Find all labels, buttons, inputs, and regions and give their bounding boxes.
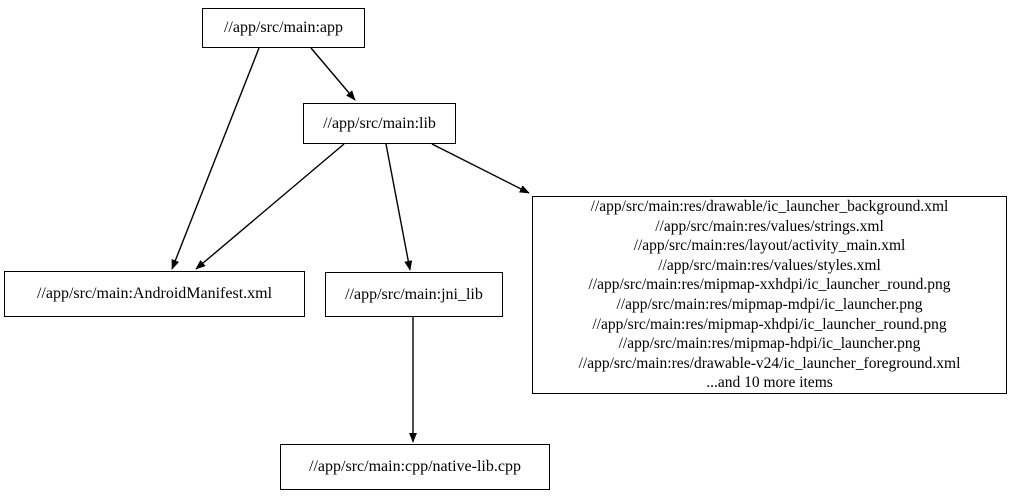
graph-edge-lib-to-jni_lib: [385, 143, 413, 271]
graph-edge-lib-to-res: [431, 143, 530, 194]
graph-node-res[interactable]: //app/src/main:res/drawable/ic_launcher_…: [532, 196, 1007, 394]
graph-edge-app-to-manifest: [171, 47, 260, 270]
graph-node-manifest[interactable]: //app/src/main:AndroidManifest.xml: [4, 271, 305, 317]
graph-node-label-native_lib_cpp: //app/src/main:cpp/native-lib.cpp: [309, 458, 521, 475]
graph-node-label-app: //app/src/main:app: [223, 19, 344, 36]
graph-node-label-lib: //app/src/main:lib: [323, 114, 436, 132]
graph-node-label-jni_lib: //app/src/main:jni_lib: [345, 285, 483, 303]
graph-node-jni_lib[interactable]: //app/src/main:jni_lib: [325, 272, 503, 317]
graph-node-label-res: //app/src/main:res/drawable/ic_launcher_…: [578, 198, 961, 392]
graph-edge-app-to-lib: [310, 47, 356, 101]
graph-edge-lib-to-manifest: [195, 143, 345, 270]
graph-node-app[interactable]: //app/src/main:app: [202, 8, 365, 48]
graph-node-lib[interactable]: //app/src/main:lib: [303, 103, 456, 144]
graph-node-label-manifest: //app/src/main:AndroidManifest.xml: [36, 285, 273, 302]
graph-node-native_lib_cpp[interactable]: //app/src/main:cpp/native-lib.cpp: [280, 444, 550, 490]
